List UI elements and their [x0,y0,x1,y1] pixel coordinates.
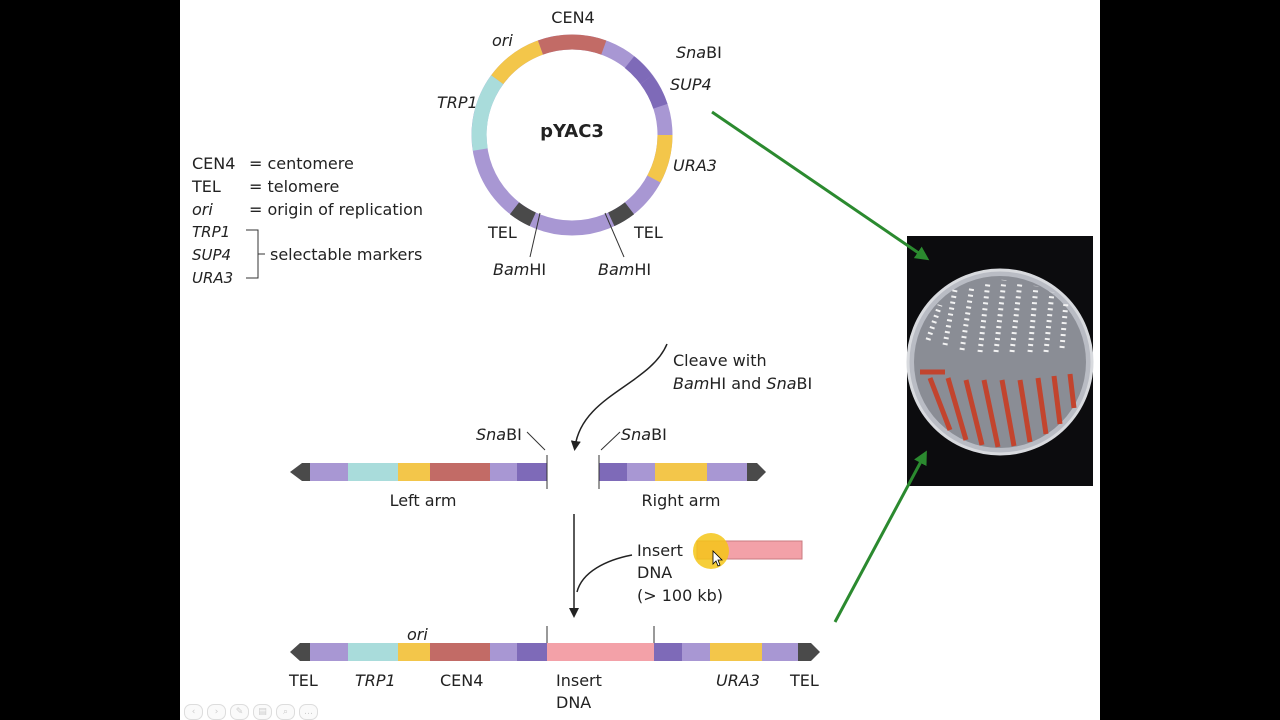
final-label-cen4: CEN4 [440,671,483,690]
ring-label-bamhi-right: BamHI [598,260,651,279]
left-arm-end [517,463,547,481]
pen-icon[interactable]: ✎ [230,704,249,720]
final-label-insert-line2: DNA [556,693,591,712]
green-arrow-sup4-to-plate [711,110,930,261]
left-arm-cen4 [430,463,490,481]
arm-label-snabi-left: SnaBI [476,425,522,444]
snabi-right-leader [600,431,621,451]
bamhi-right-leader [604,212,625,258]
ring-label-trp1: TRP1 [437,93,478,112]
final-dark-left [517,643,547,661]
green-arrow-yac-to-plate [833,450,927,623]
legend-term-ori: ori [192,200,213,219]
right-arm-start [599,463,627,481]
legend-def-tel: = telomere [249,177,339,196]
final-tel-left-tip [290,643,310,661]
cleave-text-line1: Cleave with [673,351,767,370]
final-tel-right-tip [798,643,820,661]
left-arm [290,463,547,481]
legend-markers-label: selectable markers [270,245,422,264]
insert-text-line3: (> 100 kb) [637,586,723,605]
legend-term-tel: TEL [191,177,221,196]
left-arm-purple2 [490,463,517,481]
more-icon[interactable]: … [299,704,318,720]
next-icon[interactable]: › [207,704,226,720]
legend: CEN4 = centomere TEL = telomere ori = or… [191,154,423,287]
final-ori [398,643,430,661]
legend-def-cen4: = centomere [249,154,354,173]
insert-curve-arrow [576,554,633,593]
legend-bracket [246,229,265,279]
left-arm-ori [398,463,430,481]
mouse-cursor-icon [712,550,723,567]
final-label-insert-line1: Insert [556,671,602,690]
ring-segment-snabi [624,56,653,85]
legend-marker-ura3: URA3 [192,269,233,287]
cleave-arrow [570,343,668,451]
insert-text-line2: DNA [637,563,672,582]
ring-label-ori: ori [492,31,513,50]
final-label-tel-left: TEL [288,671,318,690]
zoom-icon[interactable]: ⌕ [276,704,295,720]
ring-label-ura3: URA3 [673,156,717,175]
final-label-ura3: URA3 [716,671,760,690]
ring-segment-trp1 [471,75,504,151]
final-ura3 [710,643,762,661]
right-arm-purple [627,463,655,481]
ring-label-tel-left: TEL [487,223,517,242]
final-label-tel-right: TEL [789,671,819,690]
ring-segment-sup4 [640,75,668,109]
plasmid-name: pYAC3 [540,121,604,142]
final-purple3 [682,643,710,661]
ring-label-snabi: SnaBI [676,43,722,62]
ring-segment-tel-right [608,202,635,227]
legend-marker-trp1: TRP1 [192,223,230,241]
ring-segment-tel-left [509,202,536,227]
right-arm-label: Right arm [642,491,721,510]
ring-label-cen4: CEN4 [551,8,594,27]
insert-text-line1: Insert [637,541,683,560]
right-arm-tel-tip [747,463,766,481]
cleave-text-line2: BamHI and SnaBI [673,374,812,393]
left-arm-label: Left arm [390,491,457,510]
snabi-left-leader [526,431,546,451]
right-arm-purple2 [707,463,747,481]
pages-icon[interactable]: ▤ [253,704,272,720]
ring-label-bamhi-left: BamHI [493,260,546,279]
ring-label-tel-right: TEL [633,223,663,242]
final-label-trp1: TRP1 [355,671,396,690]
ring-segment-cen4 [537,34,607,55]
ring-segment-ori [491,40,544,85]
final-purple2 [490,643,517,661]
final-yac [290,643,820,661]
left-arm-tel-tip [290,463,310,481]
final-trp1 [348,643,398,661]
red-colony-streaks [920,369,1077,448]
slide-nav-toolbar: ‹ › ✎ ▤ ⌕ … [184,704,318,720]
left-arm-trp1 [348,463,398,481]
legend-def-ori: = origin of replication [249,200,423,219]
legend-marker-sup4: SUP4 [192,246,231,264]
final-purple1 [310,643,348,661]
bamhi-left-leader [529,212,541,258]
yeast-petri-dish-photo [906,236,1094,486]
legend-term-cen4: CEN4 [192,154,235,173]
white-colony-streaks [925,279,1069,353]
prev-icon[interactable]: ‹ [184,704,203,720]
final-cen4 [430,643,490,661]
plasmid-ring [471,34,673,236]
left-arm-purple [310,463,348,481]
final-insert [547,643,654,661]
final-dark-right [654,643,682,661]
cursor-highlight [693,533,729,569]
right-arm-ura3 [655,463,707,481]
final-purple4 [762,643,798,661]
ring-segment-ura3 [647,134,673,183]
ring-label-sup4: SUP4 [670,75,712,94]
final-label-ori: ori [407,625,428,644]
right-arm [599,463,766,481]
arm-label-snabi-right: SnaBI [621,425,667,444]
